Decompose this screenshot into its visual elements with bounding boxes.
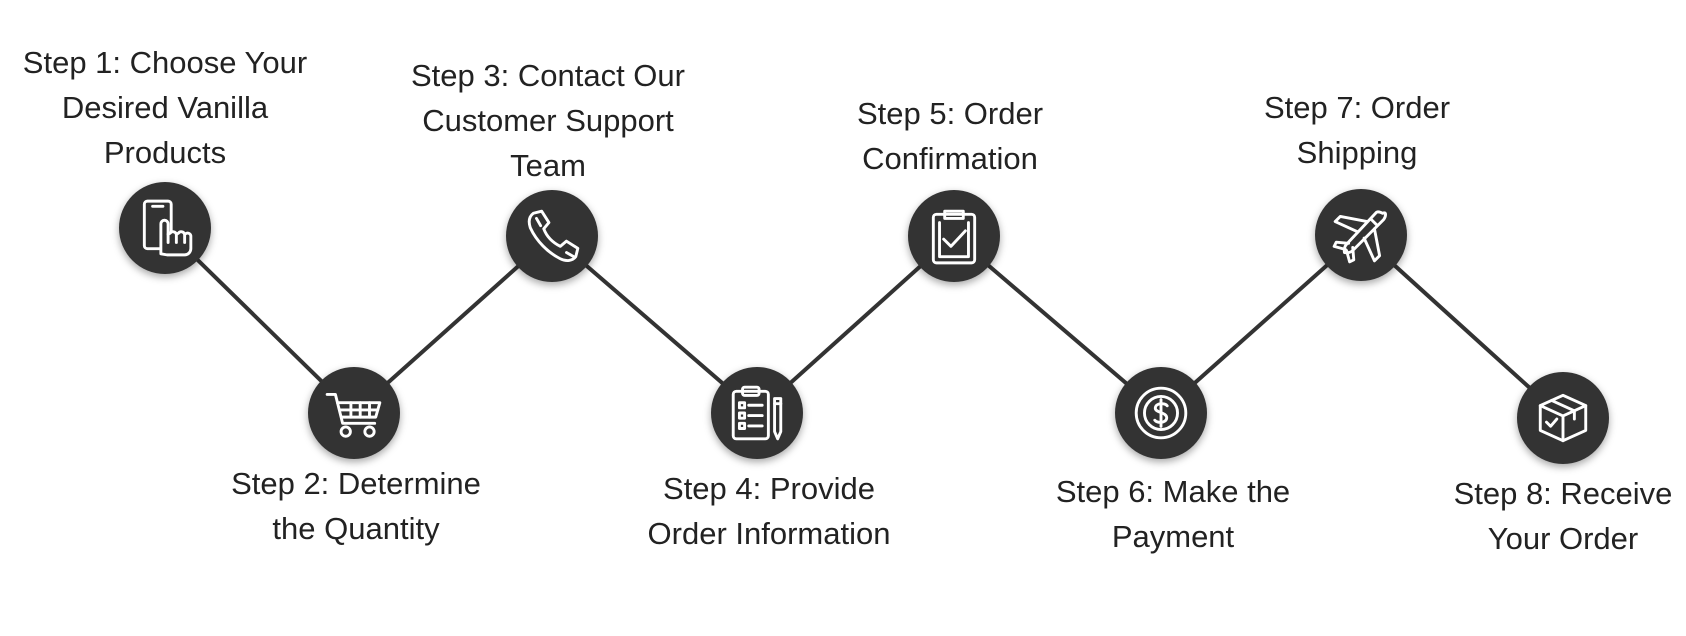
step-5-node: [908, 190, 1000, 282]
clipboard-check-icon: [931, 209, 977, 265]
step-6-label: Step 6: Make the Payment: [1055, 474, 1291, 554]
package-box-icon: [1538, 393, 1588, 443]
step-4-node: [711, 367, 803, 459]
step-3-node: [506, 190, 598, 282]
tablet-tap-icon: [142, 199, 193, 257]
step-8-node: [1517, 372, 1609, 464]
step-5-label: Step 5: Order Confirmation: [856, 96, 1044, 176]
step-2-label: Step 2: Determine the Quantity: [231, 466, 481, 546]
step-2-node: [308, 367, 400, 459]
clipboard-list-pencil-icon: [731, 385, 783, 441]
step-4-label: Step 4: Provide Order Information: [647, 471, 891, 551]
step-8-label: Step 8: Receive Your Order: [1453, 476, 1673, 556]
dollar-coin-icon: [1134, 386, 1188, 440]
airplane-icon: [1332, 210, 1387, 264]
step-6-node: [1115, 367, 1207, 459]
step-7-node: [1315, 189, 1407, 281]
step-3-label: Step 3: Contact Our Customer Support Tea…: [411, 58, 685, 183]
phone-icon: [527, 209, 580, 262]
step-7-label: Step 7: Order Shipping: [1263, 90, 1451, 170]
step-1-node: [119, 182, 211, 274]
shopping-cart-icon: [325, 392, 382, 438]
step-1-label: Step 1: Choose Your Desired Vanilla Prod…: [22, 45, 308, 170]
